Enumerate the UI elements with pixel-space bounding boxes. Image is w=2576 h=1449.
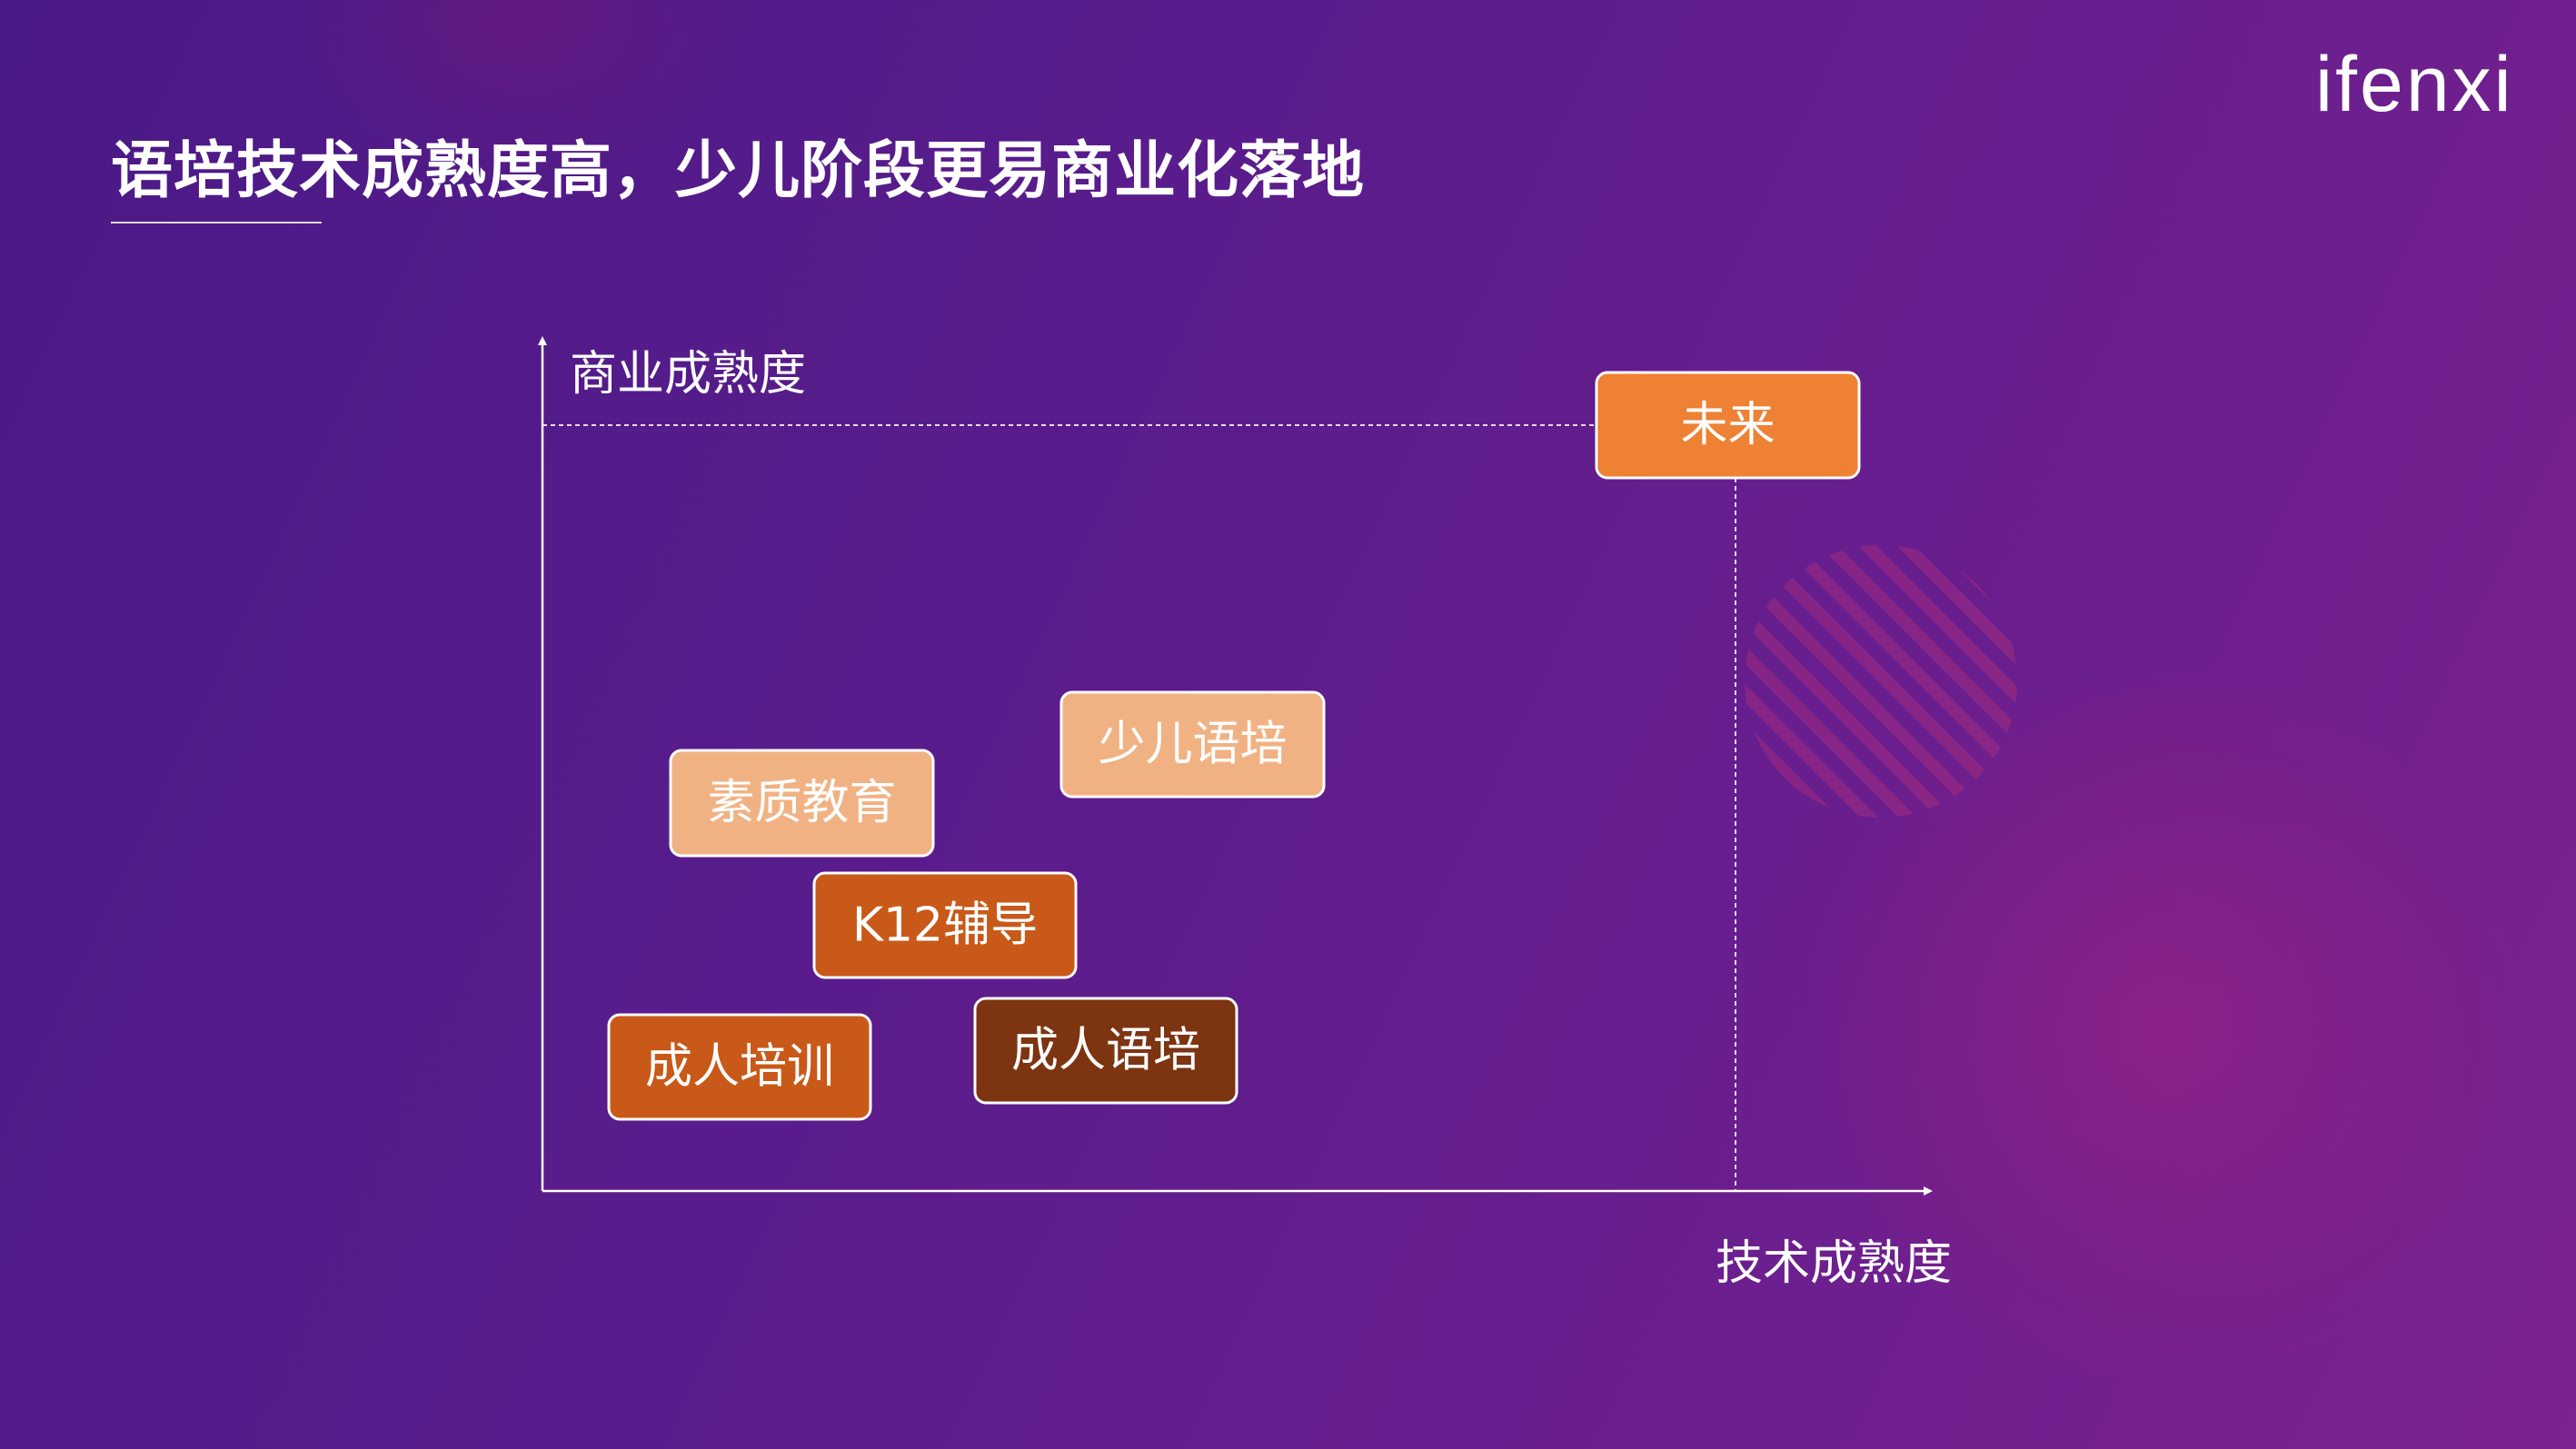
y-axis-label: 商业成熟度 xyxy=(570,347,806,402)
item-box-bg xyxy=(973,997,1238,1105)
item-box-bg xyxy=(1059,690,1326,799)
item-box-k12-tutoring: K12辅导 xyxy=(812,871,1078,979)
title-underline xyxy=(111,222,322,223)
item-box-adult-training: 成人培训 xyxy=(607,1013,872,1121)
item-box-bg xyxy=(607,1013,872,1121)
item-box-label: 成人语培 xyxy=(1011,1024,1200,1078)
item-box-bg xyxy=(812,871,1078,979)
item-box-label: 素质教育 xyxy=(707,776,896,830)
item-box-bg xyxy=(669,749,935,858)
x-axis-label: 技术成熟度 xyxy=(1716,1236,1952,1291)
brand-logo: ifenxi xyxy=(2315,41,2514,128)
item-box-label: 少儿语培 xyxy=(1098,718,1287,772)
item-box-label: 未来 xyxy=(1680,398,1775,452)
page-title: 语培技术成熟度高，少儿阶段更易商业化落地 xyxy=(111,135,1366,207)
item-box-future: 未来 xyxy=(1595,371,1861,480)
item-box-label: K12辅导 xyxy=(852,898,1038,953)
item-box-adult-language-training: 成人语培 xyxy=(973,997,1238,1105)
item-box-label: 成人培训 xyxy=(645,1040,834,1095)
item-box-bg xyxy=(1595,371,1861,480)
item-box-children-language-training: 少儿语培 xyxy=(1059,690,1326,799)
item-box-quality-education: 素质教育 xyxy=(669,749,935,858)
